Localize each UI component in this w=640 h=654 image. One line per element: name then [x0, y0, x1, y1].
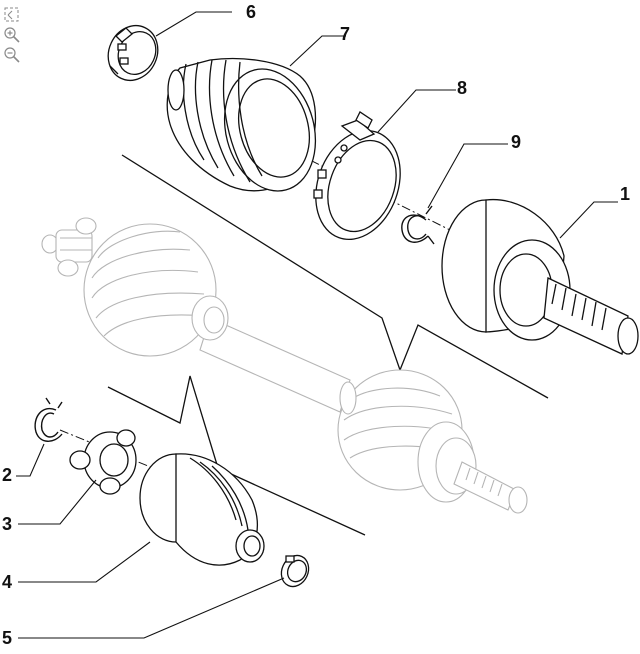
callout-9: 9 [511, 132, 521, 152]
viewer-toolbar [3, 6, 25, 66]
callout-3: 3 [2, 514, 12, 534]
part-2-circlip [34, 397, 63, 442]
section-break-lower [107, 375, 366, 536]
callout-4: 4 [2, 572, 12, 592]
leader-2 [16, 443, 45, 477]
ghost-inner-boot [83, 223, 229, 357]
callout-1: 1 [620, 184, 630, 204]
leader-lines [16, 11, 618, 639]
ghost-shaft-tube [199, 317, 351, 413]
callout-2: 2 [2, 465, 12, 485]
fit-to-page-icon[interactable] [3, 6, 23, 24]
leader-7 [289, 35, 346, 67]
callout-7: 7 [340, 24, 350, 44]
leader-6 [155, 11, 232, 37]
ghost-tripod-joint [41, 217, 97, 277]
leader-3 [18, 479, 97, 525]
part-6-clamp [107, 25, 159, 81]
leader-5 [18, 577, 285, 639]
part-4-inner-boot [139, 453, 265, 566]
callout-8: 8 [457, 78, 467, 98]
ghost-drive-shaft [41, 217, 528, 514]
callout-6: 6 [246, 2, 256, 22]
zoom-in-icon[interactable] [3, 26, 23, 44]
part-5-small-clamp [280, 554, 310, 588]
leader-1 [559, 201, 618, 239]
part-1-outer-cv-joint [441, 198, 639, 355]
part-3-tripod [69, 429, 137, 495]
leader-8 [377, 89, 456, 133]
leader-4 [18, 541, 151, 583]
callout-5: 5 [2, 628, 12, 648]
part-8-large-clamp [313, 111, 401, 241]
zoom-out-icon[interactable] [3, 46, 23, 64]
part-9-snap-ring [401, 205, 435, 245]
ghost-stub-shaft [453, 461, 528, 514]
leader-9 [427, 143, 508, 209]
part-7-outer-boot [166, 57, 317, 192]
